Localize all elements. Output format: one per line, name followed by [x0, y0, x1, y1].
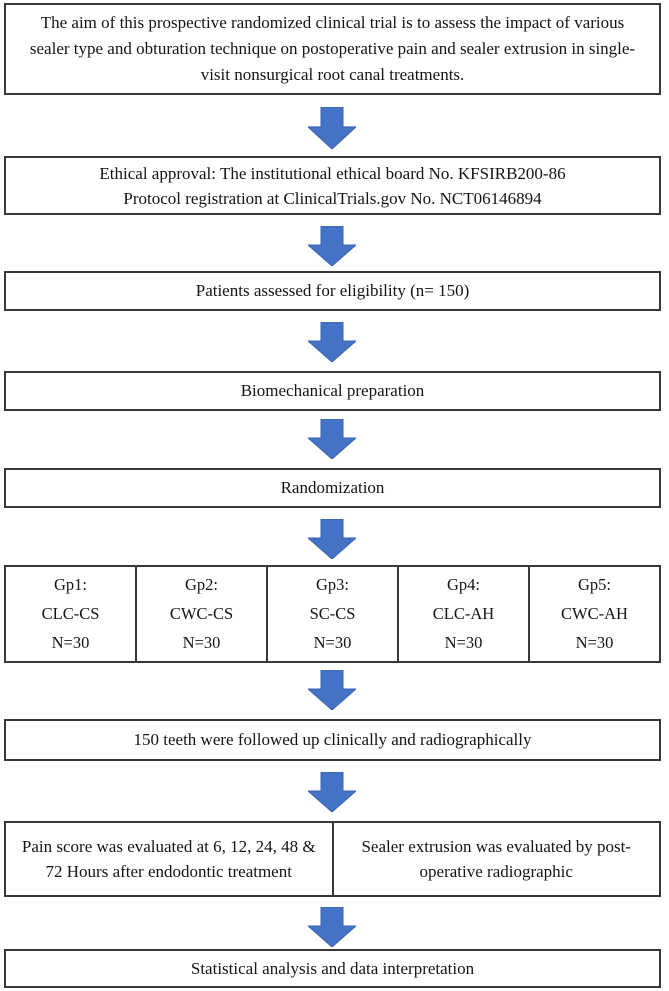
- group-id: Gp2:: [185, 575, 218, 594]
- followup-box: 150 teeth were followed up clinically an…: [4, 719, 661, 761]
- ethics-text: Ethical approval: The institutional ethi…: [20, 161, 645, 211]
- groups-table: Gp1: CLC-CS N=30 Gp2: CWC-CS N=30 Gp3: S…: [4, 565, 661, 663]
- randomization-box: Randomization: [4, 468, 661, 508]
- group-cell-gp1: Gp1: CLC-CS N=30: [6, 567, 137, 661]
- group-n: N=30: [575, 633, 614, 652]
- group-n: N=30: [313, 633, 352, 652]
- pain-eval-text: Pain score was evaluated at 6, 12, 24, 4…: [21, 837, 316, 881]
- group-code: CWC-AH: [561, 604, 628, 623]
- statistics-text: Statistical analysis and data interpreta…: [190, 958, 475, 978]
- down-arrow-icon: [308, 226, 356, 266]
- preparation-box: Biomechanical preparation: [4, 371, 661, 411]
- evaluation-table: Pain score was evaluated at 6, 12, 24, 4…: [4, 821, 661, 897]
- down-arrow-icon: [308, 107, 356, 149]
- down-arrow-icon: [308, 519, 356, 559]
- group-id: Gp5:: [578, 575, 611, 594]
- followup-text: 150 teeth were followed up clinically an…: [133, 730, 532, 749]
- ethics-box: Ethical approval: The institutional ethi…: [4, 156, 661, 215]
- group-id: Gp1:: [54, 575, 87, 594]
- randomization-text: Randomization: [280, 478, 385, 497]
- group-cell-gp2: Gp2: CWC-CS N=30: [137, 567, 268, 661]
- down-arrow-icon: [308, 670, 356, 710]
- aim-text: The aim of this prospective randomized c…: [29, 13, 636, 84]
- group-n: N=30: [444, 633, 483, 652]
- down-arrow-icon: [308, 907, 356, 947]
- group-id: Gp4:: [447, 575, 480, 594]
- eligibility-box: Patients assessed for eligibility (n= 15…: [4, 271, 661, 311]
- aim-box: The aim of this prospective randomized c…: [4, 3, 661, 95]
- group-n: N=30: [51, 633, 90, 652]
- pain-eval-cell: Pain score was evaluated at 6, 12, 24, 4…: [6, 823, 334, 895]
- preparation-text: Biomechanical preparation: [240, 381, 425, 400]
- group-code: CWC-CS: [169, 604, 234, 623]
- group-cell-gp5: Gp5: CWC-AH N=30: [530, 567, 659, 661]
- group-code: SC-CS: [309, 604, 356, 623]
- ethics-line1: Ethical approval: The institutional ethi…: [99, 163, 566, 183]
- sealer-eval-text: Sealer extrusion was evaluated by post-o…: [361, 837, 632, 881]
- down-arrow-icon: [308, 419, 356, 459]
- group-code: CLC-CS: [41, 604, 100, 623]
- group-cell-gp4: Gp4: CLC-AH N=30: [399, 567, 530, 661]
- group-cell-gp3: Gp3: SC-CS N=30: [268, 567, 399, 661]
- group-id: Gp3:: [316, 575, 349, 594]
- down-arrow-icon: [308, 322, 356, 362]
- ethics-line2: Protocol registration at ClinicalTrials.…: [123, 188, 542, 208]
- group-n: N=30: [182, 633, 221, 652]
- down-arrow-icon: [308, 772, 356, 812]
- eligibility-text: Patients assessed for eligibility (n= 15…: [195, 281, 470, 300]
- group-code: CLC-AH: [432, 604, 495, 623]
- statistics-box: Statistical analysis and data interpreta…: [4, 949, 661, 988]
- sealer-eval-cell: Sealer extrusion was evaluated by post-o…: [334, 823, 660, 895]
